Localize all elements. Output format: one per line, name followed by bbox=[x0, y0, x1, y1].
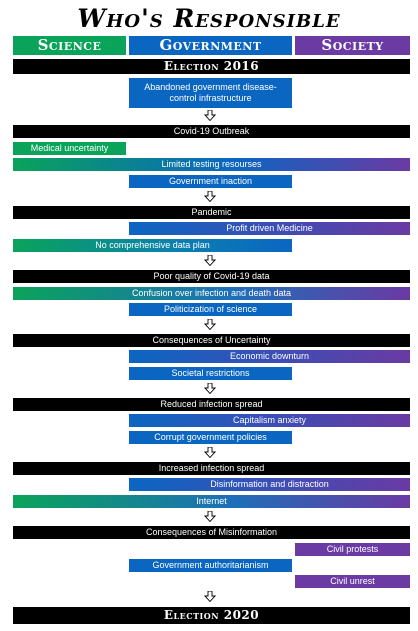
down-arrow-icon bbox=[204, 447, 216, 458]
factor-medical-uncertainty: Medical uncertainty bbox=[13, 142, 126, 155]
column-header-society: Society bbox=[295, 36, 410, 55]
factor-societal-restrictions: Societal restrictions bbox=[129, 367, 292, 380]
milestone-consequences-misinformation: Consequences of Misinformation bbox=[13, 526, 410, 539]
milestone-consequences-uncertainty: Consequences of Uncertainty bbox=[13, 334, 410, 347]
milestone-covid-outbreak: Covid-19 Outbreak bbox=[13, 125, 410, 138]
factor-civil-protests: Civil protests bbox=[295, 543, 410, 556]
page-title: Who's Responsible bbox=[77, 4, 341, 33]
factor-capitalism-anxiety: Capitalism anxiety bbox=[129, 414, 410, 427]
down-arrow-icon bbox=[204, 319, 216, 330]
factor-limited-testing: Limited testing resourses bbox=[13, 158, 410, 171]
down-arrow-icon bbox=[204, 110, 216, 121]
down-arrow-icon bbox=[204, 511, 216, 522]
down-arrow-icon bbox=[204, 191, 216, 202]
down-arrow-icon bbox=[204, 591, 216, 602]
factor-confusion-data: Confusion over infection and death data bbox=[13, 287, 410, 300]
milestone-election-2020: Election 2020 bbox=[13, 607, 410, 624]
factor-abandoned-infrastructure: Abandoned government disease-control inf… bbox=[129, 78, 292, 108]
factor-politicization: Politicization of science bbox=[129, 303, 292, 316]
factor-civil-unrest: Civil unrest bbox=[295, 575, 410, 588]
factor-corrupt-policies: Corrupt government policies bbox=[129, 431, 292, 444]
milestone-increased-spread: Increased infection spread bbox=[13, 462, 410, 475]
factor-economic-downturn: Economic downturn bbox=[129, 350, 410, 363]
down-arrow-icon bbox=[204, 255, 216, 266]
column-header-science: Science bbox=[13, 36, 126, 55]
factor-profit-medicine: Profit driven Medicine bbox=[129, 222, 410, 235]
milestone-reduced-spread: Reduced infection spread bbox=[13, 398, 410, 411]
down-arrow-icon bbox=[204, 383, 216, 394]
factor-government-inaction: Government inaction bbox=[129, 175, 292, 188]
milestone-pandemic: Pandemic bbox=[13, 206, 410, 219]
factor-gov-authoritarianism: Government authoritarianism bbox=[129, 559, 292, 572]
milestone-election-2016: Election 2016 bbox=[13, 59, 410, 74]
factor-disinformation: Disinformation and distraction bbox=[129, 478, 410, 491]
column-header-government: Government bbox=[129, 36, 292, 55]
milestone-poor-data: Poor quality of Covid-19 data bbox=[13, 270, 410, 283]
factor-no-data-plan: No comprehensive data plan bbox=[13, 239, 292, 252]
factor-internet: Internet bbox=[13, 495, 410, 508]
